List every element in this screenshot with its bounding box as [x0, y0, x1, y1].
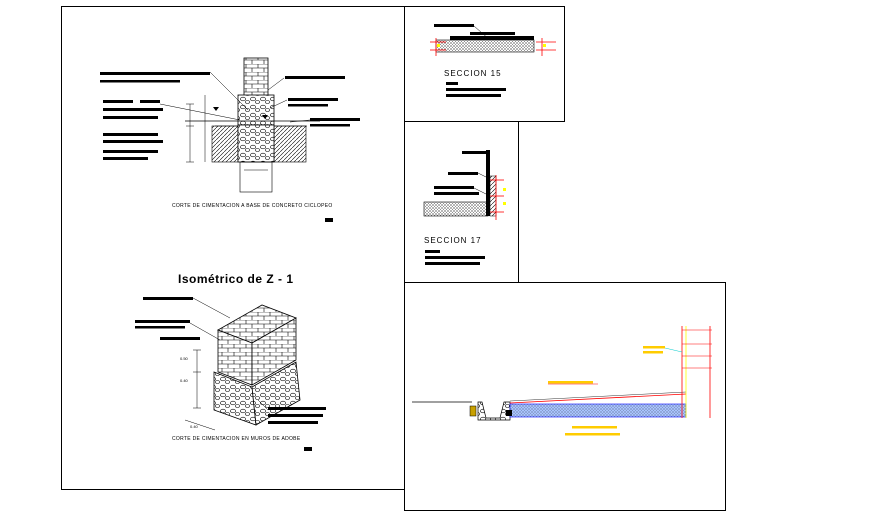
caption-adobe-wall: CORTE DE CIMENTACION EN MUROS DE ADOBE [172, 436, 301, 442]
sheet-channel-profile [404, 282, 726, 511]
isometric-z1-detail [135, 297, 326, 451]
sheet-seccion-15 [404, 6, 565, 122]
dimension-label: 0.50 [180, 356, 188, 361]
seccion-15-detail [430, 24, 556, 97]
dimension-label: 0.40 [180, 378, 188, 383]
seccion-17-detail [423, 150, 506, 265]
seccion-17-title: SECCION 17 [424, 236, 482, 245]
isometric-title: Isométrico de Z - 1 [178, 272, 294, 286]
seccion-15-title: SECCION 15 [444, 69, 502, 78]
channel-profile-detail [412, 326, 712, 436]
dimension-label: 0.40 [190, 424, 198, 429]
caption-concrete-ciclopeo: CORTE DE CIMENTACION A BASE DE CONCRETO … [172, 203, 333, 209]
foundation-section-detail [100, 57, 360, 222]
